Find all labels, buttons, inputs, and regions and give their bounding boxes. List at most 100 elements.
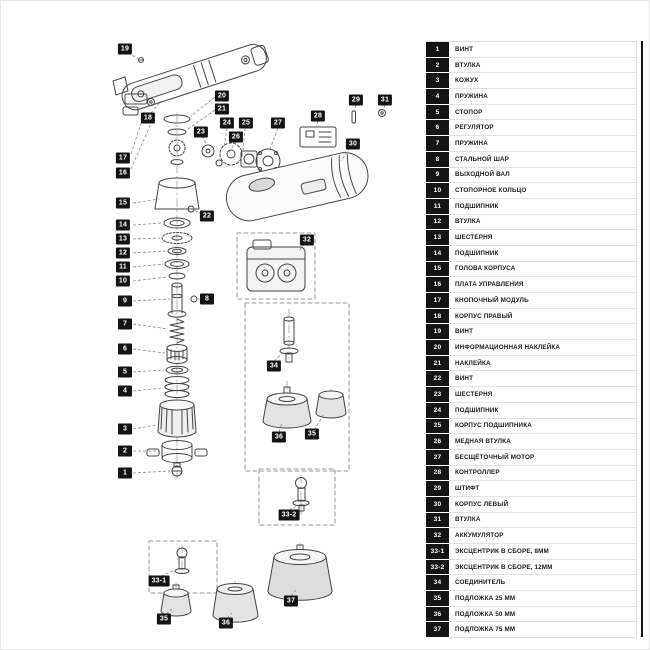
- part-number: 13: [426, 230, 449, 246]
- ring-10: [168, 272, 186, 280]
- part-number: 27: [426, 449, 449, 466]
- table-right-bar: [641, 41, 643, 637]
- part-name: КОЖУХ: [449, 73, 637, 90]
- part-name: КОРПУС ЛЕВЫЙ: [449, 496, 637, 513]
- part-number: 24: [426, 402, 449, 419]
- parts-row: 27 БЕСЩЁТОЧНЫЙ МОТОР: [426, 449, 637, 466]
- part-name: ПОДШИПНИК: [449, 198, 637, 215]
- parts-row: 21 НАКЛЕЙКА: [426, 355, 637, 372]
- part-number: 9: [426, 167, 449, 184]
- main-body: [225, 152, 369, 222]
- part-name: ПРУЖИНА: [449, 89, 637, 105]
- part-number: 33-2: [426, 559, 449, 576]
- parts-row: 1 ВИНТ: [426, 42, 637, 58]
- parts-row: 31 ВТУЛКА: [426, 512, 637, 529]
- part-number: 5: [426, 104, 449, 121]
- part-number: 4: [426, 89, 449, 105]
- part-number: 22: [426, 371, 449, 388]
- part-name: МЕДНАЯ ВТУЛКА: [449, 434, 637, 450]
- part-number: 12: [426, 214, 449, 231]
- part-name: ШЕСТЕРНЯ: [449, 387, 637, 403]
- part-number: 31: [426, 512, 449, 529]
- parts-row: 16 ПЛАТА УПРАВЛЕНИЯ: [426, 277, 637, 293]
- gear-cluster: [201, 142, 258, 168]
- spring-4: [164, 376, 190, 398]
- parts-row: 30 КОРПУС ЛЕВЫЙ: [426, 496, 637, 513]
- part-name: СТОПОР: [449, 104, 637, 121]
- part-name: ГОЛОВА КОРПУСА: [449, 261, 637, 278]
- parts-row: 17 КНОПОЧНЫЙ МОДУЛЬ: [426, 293, 637, 309]
- parts-row: 24 ПОДШИПНИК: [426, 402, 637, 419]
- screw-1: [171, 462, 183, 477]
- part-number: 29: [426, 481, 449, 497]
- parts-row: 36 ПОДЛОЖКА 50 ММ: [426, 606, 637, 623]
- part-name: ПОДШИПНИК: [449, 402, 637, 419]
- part-name: РЕГУЛЯТОР: [449, 120, 637, 137]
- parts-row: 35 ПОДЛОЖКА 25 ММ: [426, 591, 637, 607]
- part-name: АККУМУЛЯТОР: [449, 528, 637, 544]
- pad-75: [267, 544, 333, 601]
- parts-row: 19 ВИНТ: [426, 324, 637, 341]
- part-number: 26: [426, 434, 449, 450]
- pad-25-bottom: [160, 584, 192, 617]
- parts-row: 4 ПРУЖИНА: [426, 89, 637, 105]
- spring-7: [169, 318, 185, 344]
- gear-13: [161, 232, 193, 244]
- part-name: ПЛАТА УПРАВЛЕНИЯ: [449, 277, 637, 293]
- part-name: ЭКСЦЕНТРИК В СБОРЕ, 12ММ: [449, 559, 637, 576]
- part-number: 18: [426, 308, 449, 325]
- part-number: 36: [426, 606, 449, 623]
- bushing-12: [167, 247, 187, 255]
- screw-19: [138, 57, 144, 63]
- parts-row: 33-2 ЭКСЦЕНТРИК В СБОРЕ, 12ММ: [426, 559, 637, 576]
- part-name: ИНФОРМАЦИОННАЯ НАКЛЕЙКА: [449, 340, 637, 356]
- part-name: КОНТРОЛЛЕР: [449, 465, 637, 482]
- part-number: 32: [426, 528, 449, 544]
- output-shaft: [167, 282, 187, 318]
- battery: [236, 232, 316, 300]
- parts-list: 1 ВИНТ 2 ВТУЛКА 3 КОЖУХ 4 ПРУЖИНА 5 СТОП…: [426, 41, 637, 639]
- part-name: ВИНТ: [449, 324, 637, 341]
- parts-row: 5 СТОПОР: [426, 104, 637, 121]
- pad-50-top: [262, 386, 312, 429]
- stopper-ring: [165, 365, 189, 375]
- part-name: ЭКСЦЕНТРИК В СБОРЕ, 8ММ: [449, 544, 637, 560]
- pin-29: [351, 110, 356, 124]
- parts-row: 33-1 ЭКСЦЕНТРИК В СБОРЕ, 8ММ: [426, 544, 637, 560]
- part-name: СТАЛЬНОЙ ШАР: [449, 151, 637, 168]
- parts-row: 3 КОЖУХ: [426, 73, 637, 90]
- part-name: ВТУЛКА: [449, 512, 637, 529]
- part-name: ПОДЛОЖКА 75 ММ: [449, 622, 637, 639]
- parts-row: 25 КОРПУС ПОДШИПНИКА: [426, 418, 637, 435]
- part-number: 21: [426, 355, 449, 372]
- parts-row: 14 ПОДШИПНИК: [426, 245, 637, 262]
- part-number: 37: [426, 622, 449, 639]
- parts-row: 28 КОНТРОЛЛЕР: [426, 465, 637, 482]
- casing-3: [157, 399, 197, 438]
- part-number: 7: [426, 136, 449, 152]
- parts-row: 11 ПОДШИПНИК: [426, 198, 637, 215]
- part-number: 25: [426, 418, 449, 435]
- regulator-knob: [166, 344, 188, 364]
- part-number: 17: [426, 293, 449, 309]
- controller: [299, 126, 337, 148]
- steel-ball: [190, 295, 198, 303]
- part-name: НАКЛЕЙКА: [449, 355, 637, 372]
- bushing-31: [378, 109, 386, 117]
- parts-row: 2 ВТУЛКА: [426, 57, 637, 74]
- part-name: ВТУЛКА: [449, 57, 637, 74]
- parts-row: 37 ПОДЛОЖКА 75 ММ: [426, 622, 637, 639]
- part-name: ПРУЖИНА: [449, 136, 637, 152]
- exploded-diagram: [112, 43, 386, 623]
- part-number: 11: [426, 198, 449, 215]
- eccentric-12mm: [292, 477, 310, 512]
- part-name: БЕСЩЁТОЧНЫЙ МОТОР: [449, 449, 637, 466]
- connector-34: [279, 316, 299, 363]
- parts-row: 15 ГОЛОВА КОРПУСА: [426, 261, 637, 278]
- parts-row: 7 ПРУЖИНА: [426, 136, 637, 152]
- leader-lines: [127, 52, 386, 619]
- part-number: 6: [426, 120, 449, 137]
- part-number: 30: [426, 496, 449, 513]
- part-number: 1: [426, 42, 449, 58]
